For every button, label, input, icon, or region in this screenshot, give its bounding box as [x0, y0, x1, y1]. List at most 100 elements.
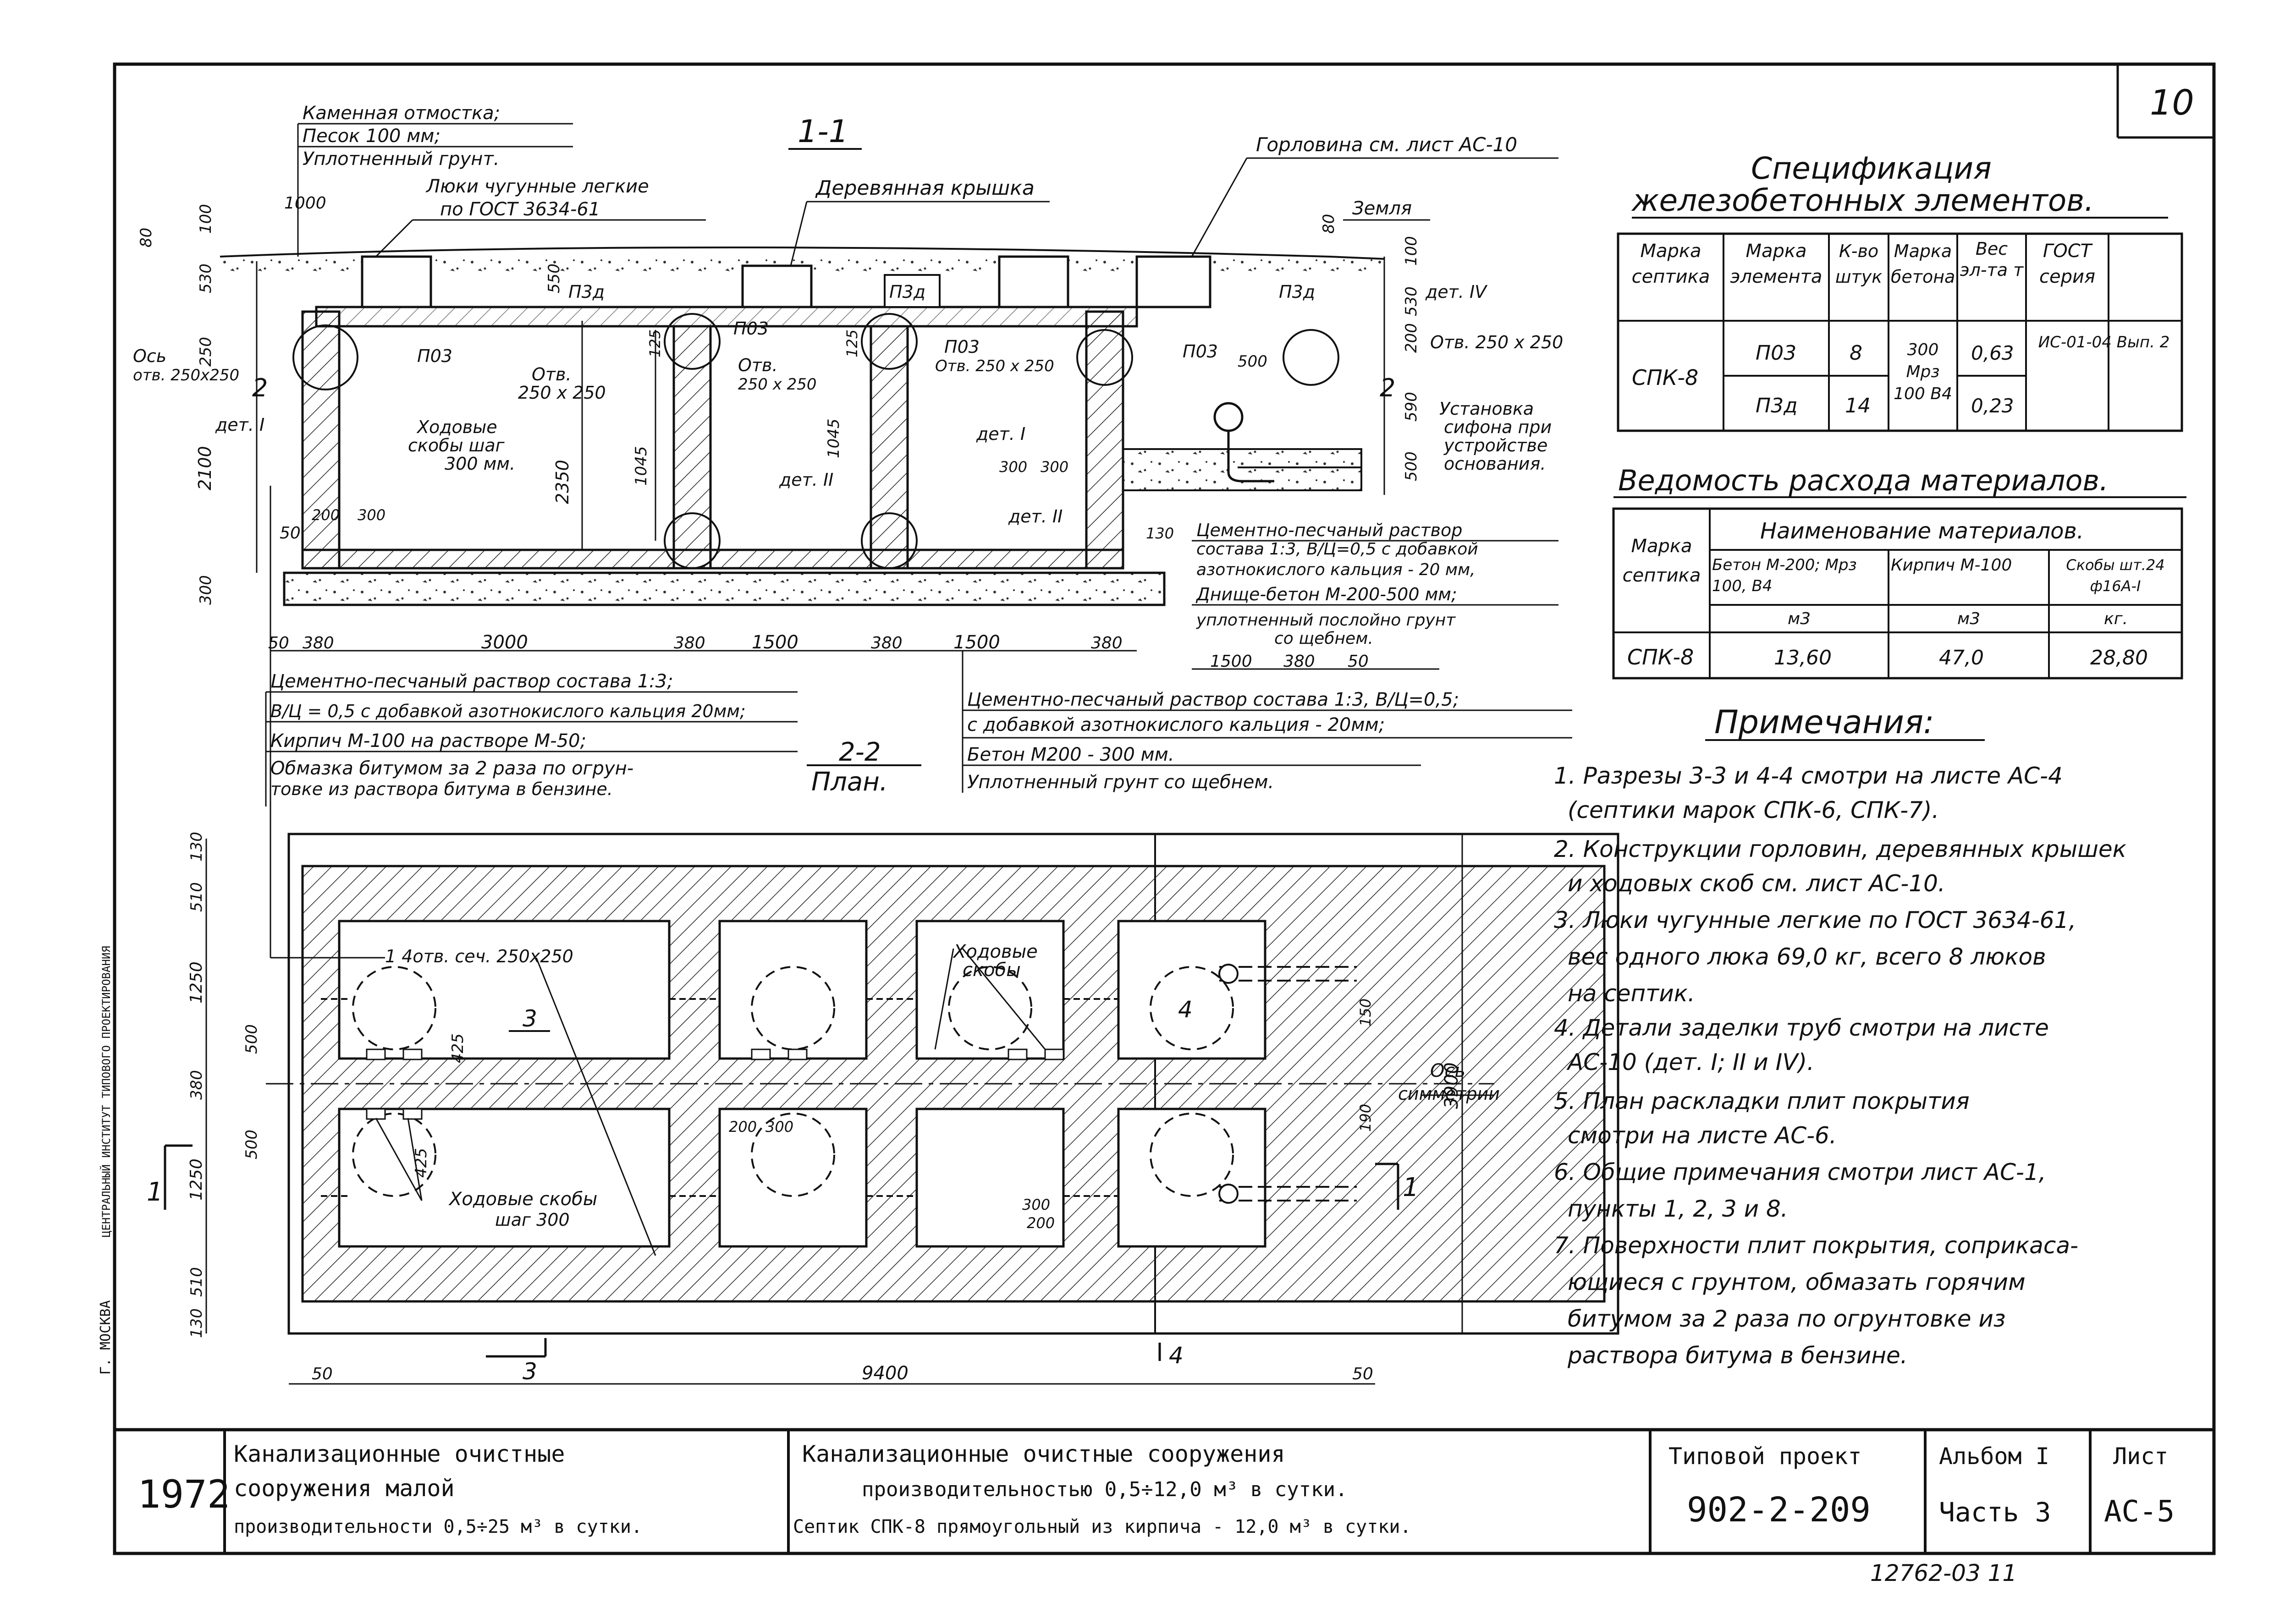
- mark-1-left: 1: [147, 1177, 163, 1207]
- p3g-3: П3д: [1279, 282, 1315, 302]
- mat-col-3: Скобы шт.24 ф16А-I: [2066, 556, 2164, 595]
- opening-b-2: 250 x 250: [738, 375, 817, 394]
- spec-h-concrete: Марка бетона: [1891, 241, 1955, 287]
- wooden-cover-label: Деревянная крышка: [815, 176, 1035, 200]
- detail-circles: [292, 313, 1339, 569]
- remark-line-2: (септики марок СПК-6, СПК-7).: [1568, 797, 1939, 823]
- dim: 380: [1283, 652, 1315, 671]
- mark-3-inner: 3: [523, 1005, 537, 1032]
- dim: 50: [312, 1365, 333, 1383]
- det-2a: дет. II: [779, 470, 833, 490]
- section-1-1-title: 1-1: [798, 114, 848, 150]
- remark-line-5: 3. Люки чугунные легкие по ГОСТ 3634-61,: [1554, 907, 2076, 933]
- det-4-label: дет. IV: [1425, 282, 1488, 302]
- spec-h-weight: Вес эл-та т: [1960, 239, 2024, 280]
- dim: 380: [1091, 634, 1123, 653]
- p03-2: П03: [733, 318, 769, 339]
- spec-row1-qty: 8: [1850, 341, 1862, 365]
- mat-val-2: 47,0: [1939, 646, 1984, 669]
- plan-openings: 1 4отв. сеч. 250x250: [385, 946, 573, 966]
- necks: [361, 255, 1211, 308]
- title-project-2: производительностью 0,5÷12,0 м³ в сутки.: [862, 1478, 1348, 1501]
- ladders-3: 300 мм.: [445, 454, 515, 474]
- side-strip: Г. МОСКВА ЦЕНТРАЛЬНЫЙ ИНСТИТУТ ТИПОВОГО …: [98, 946, 114, 1375]
- title-album-part: Часть 3: [1939, 1497, 2051, 1528]
- dim: 80: [1320, 214, 1338, 234]
- spec-h-element: Марка элемента: [1730, 241, 1823, 287]
- note-mid-1: Цементно-песчаный раствор: [1196, 520, 1462, 540]
- plan-dims-inner: 425 425 200 300 300 200 190 150: [412, 999, 1374, 1232]
- sheet-frame: 10: [113, 62, 2216, 1555]
- dim: 50: [268, 634, 289, 653]
- dim: 50: [1348, 652, 1369, 671]
- ground-layer-2: Песок 100 мм;: [303, 126, 440, 147]
- title-album-label: Альбом I: [1939, 1443, 2049, 1470]
- plan-title-1: 2-2: [839, 737, 881, 767]
- dim: 300: [1022, 1196, 1050, 1213]
- remark-line-17: раствора битума в бензине.: [1567, 1342, 1908, 1369]
- dim: 125: [843, 329, 861, 357]
- mat-val-1: 13,60: [1774, 646, 1832, 669]
- spec-septic: СПК-8: [1632, 365, 1698, 390]
- ladders-2: скобы шаг: [408, 435, 505, 455]
- det-1-left: дет. I: [215, 415, 264, 435]
- title-year: 1972: [138, 1472, 230, 1517]
- spec-h-qty: К-во штук: [1835, 241, 1882, 287]
- plan-title-2: План.: [811, 767, 888, 797]
- spec-row2-el: П3д: [1756, 394, 1798, 417]
- remark-line-12: 6. Общие примечания смотри лист АС-1,: [1554, 1159, 2046, 1185]
- spec-h-septic: Марка септика: [1632, 241, 1710, 287]
- section-1-1: 1-1 Каменная отмостка; Песок 100 мм; Упл…: [133, 103, 1563, 671]
- plan-ladders-2: скобы: [963, 960, 1021, 981]
- dim: 300: [765, 1118, 793, 1136]
- dim: 510: [187, 882, 206, 912]
- side-text: ЦЕНТРАЛЬНЫЙ ИНСТИТУТ ТИПОВОГО ПРОЕКТИРОВ…: [99, 946, 113, 1237]
- note-bottom-2: с добавкой азотнокислого кальция - 20мм;: [967, 714, 1385, 735]
- axis-label-1: Ось: [133, 346, 166, 366]
- title-inventory: 12762-03 11: [1870, 1560, 2017, 1586]
- dim: 380: [871, 634, 903, 653]
- opening-right: Отв. 250 x 250: [1430, 332, 1563, 352]
- spec-gost: ИС-01-04 Вып. 2: [2038, 333, 2170, 351]
- remark-line-3: 2. Конструкции горловин, деревянных крыш…: [1554, 836, 2126, 862]
- dim: 500: [1402, 451, 1421, 481]
- plan-ladders: [366, 1048, 1064, 1120]
- note-bottom-3: Бетон М200 - 300 мм.: [967, 744, 1174, 765]
- dim: 200: [1402, 323, 1421, 353]
- title-album-3: производительности 0,5÷25 м³ в сутки.: [234, 1516, 642, 1537]
- dim: 1500: [953, 632, 1000, 653]
- remark-line-7: на септик.: [1568, 980, 1695, 1007]
- dim: 300: [999, 458, 1027, 476]
- notes-bottom: Цементно-песчаный раствор состава 1:3, В…: [962, 651, 1572, 793]
- spec-row1-w: 0,63: [1971, 342, 2014, 364]
- remark-line-15: ющиеся с грунтом, обмазать горячим: [1568, 1269, 2026, 1295]
- dim: 3900: [1441, 1062, 1462, 1109]
- title-type-number: 902-2-209: [1687, 1490, 1871, 1530]
- plan-manholes: [352, 966, 1234, 1197]
- title-sheet-label: Лист: [2113, 1443, 2168, 1470]
- dim: 2100: [195, 446, 215, 490]
- dim: 200: [729, 1118, 757, 1136]
- dim: 530: [197, 263, 215, 293]
- dim: 300: [358, 506, 385, 524]
- siphon-line-4: основания.: [1444, 454, 1546, 474]
- remark-line-10: 5. План раскладки плит покрытия: [1554, 1088, 1970, 1114]
- spec-row2-w: 0,23: [1971, 395, 2014, 417]
- dim: 125: [646, 329, 664, 357]
- hatches-label-2: по ГОСТ 3634-61: [440, 199, 600, 220]
- plan-2-2: 2-2 План.: [147, 486, 1619, 1385]
- dim: 510: [187, 1267, 206, 1297]
- note-mid-2: состава 1:3, В/Ц=0,5 с добавкой: [1196, 540, 1478, 559]
- mat-col-1: Бетон М-200; Мрз 100, В4: [1712, 556, 1857, 595]
- spec-h-spare: [2111, 238, 2180, 318]
- plan-ladders-b-2: шаг 300: [495, 1210, 570, 1230]
- note-left-3: Кирпич М-100 на растворе М-50;: [270, 730, 586, 752]
- spec-h-gost: ГОСТ серия: [2039, 241, 2095, 287]
- title-sheet-code: АС-5: [2104, 1495, 2175, 1529]
- dim: 150: [1357, 999, 1374, 1026]
- siphon-line-1: Установка: [1439, 399, 1534, 419]
- notes-left: Цементно-песчаный раствор состава 1:3; В…: [265, 671, 798, 807]
- title-type-label: Типовой проект: [1668, 1443, 1861, 1470]
- siphon-line-3: устройстве: [1443, 435, 1547, 455]
- remark-line-8: 4. Детали заделки труб смотри на листе: [1554, 1015, 2049, 1041]
